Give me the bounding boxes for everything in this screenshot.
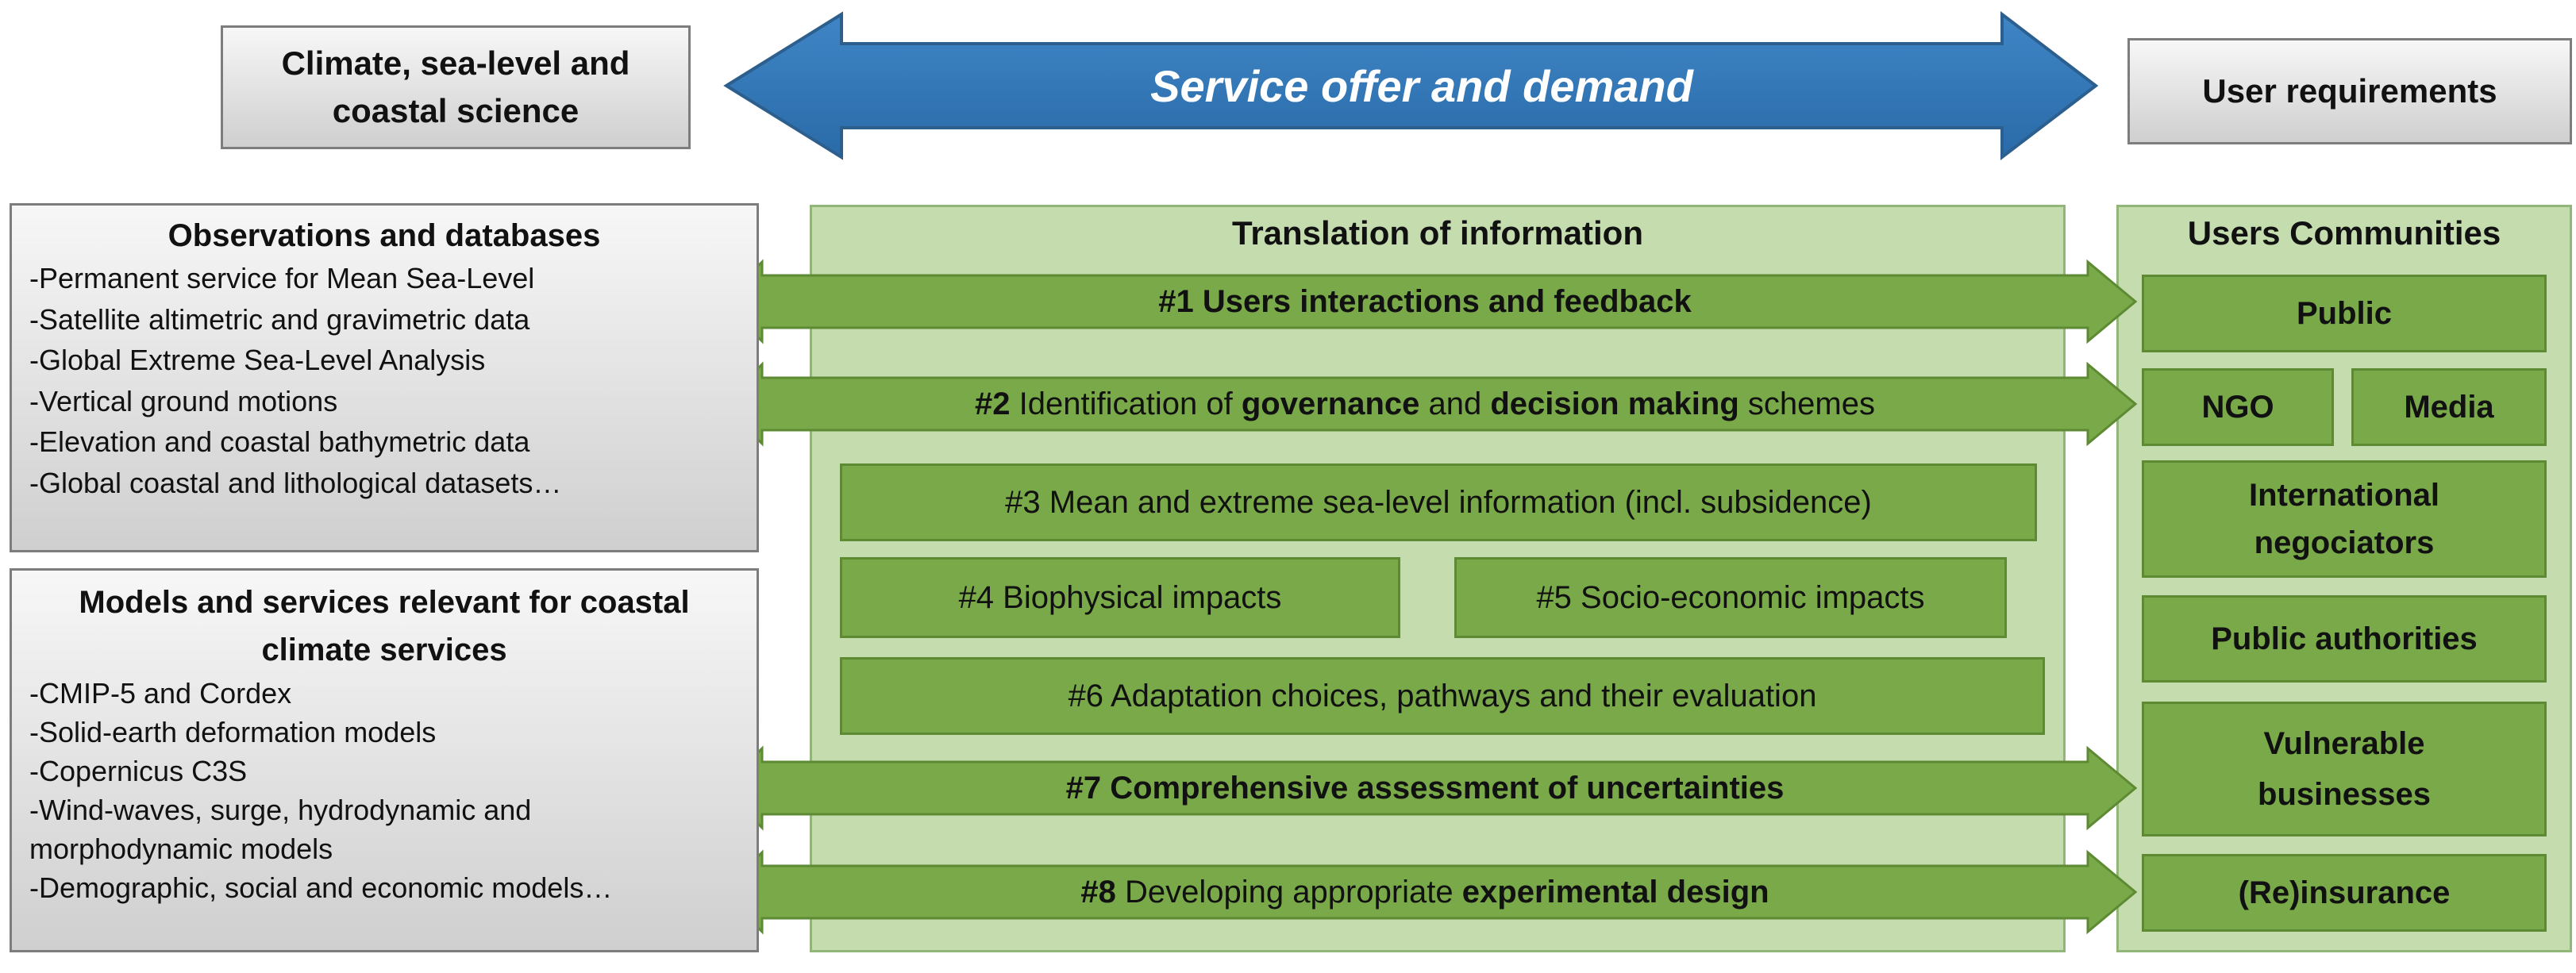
arrow-1-label: #1 Users interactions and feedback xyxy=(1158,283,1692,319)
user-businesses: Vulnerable businesses xyxy=(2142,702,2547,836)
box-3: #3 Mean and extreme sea-level informatio… xyxy=(840,463,2037,541)
list-item: -Permanent service for Mean Sea-Level xyxy=(29,262,535,294)
science-label: Climate, sea-level and coastal science xyxy=(281,44,630,129)
service-label: Service offer and demand xyxy=(1150,60,1693,111)
observations-box: Observations and databases -Permanent se… xyxy=(10,203,759,552)
user-authorities: Public authorities xyxy=(2142,595,2547,683)
arrow-2-label: #2 Identification of governance and deci… xyxy=(975,386,1875,421)
user-requirements-box: User requirements xyxy=(2127,38,2572,144)
arrow-2 xyxy=(720,361,2138,447)
list-item: -Vertical ground motions xyxy=(29,384,338,417)
list-item: -Global Extreme Sea-Level Analysis xyxy=(29,344,486,376)
list-item: -Satellite altimetric and gravimetric da… xyxy=(29,302,530,336)
list-item: -Wind-waves, surge, hydrodynamic and xyxy=(29,794,532,826)
observations-title: Observations and databases xyxy=(167,218,601,253)
translation-title: Translation of information xyxy=(1231,214,1643,252)
user-ngo: NGO xyxy=(2142,368,2334,446)
science-box: Climate, sea-level and coastal science xyxy=(221,25,691,149)
list-item: -Global coastal and lithological dataset… xyxy=(29,466,562,499)
list-item: -Demographic, social and economic models… xyxy=(29,871,613,904)
box-4: #4 Biophysical impacts xyxy=(840,557,1400,638)
models-title: Models and services relevant for coastal… xyxy=(79,585,690,667)
list-item: -CMIP-5 and Cordex xyxy=(29,677,292,710)
arrow-8 xyxy=(720,849,2138,935)
observations-list: -Permanent service for Mean Sea-Level -S… xyxy=(12,258,757,503)
user-requirements-label: User requirements xyxy=(2202,72,2497,110)
user-public: Public xyxy=(2142,275,2547,352)
arrow-7 xyxy=(720,745,2138,831)
user-negotiators: International negociators xyxy=(2142,460,2547,578)
box-6: #6 Adaptation choices, pathways and thei… xyxy=(840,657,2045,735)
user-media: Media xyxy=(2351,368,2547,446)
models-list: -CMIP-5 and Cordex -Solid-earth deformat… xyxy=(12,674,757,907)
box-5: #5 Socio-economic impacts xyxy=(1454,557,2007,638)
arrow-1 xyxy=(720,259,2138,344)
models-box: Models and services relevant for coastal… xyxy=(10,568,759,952)
list-item: morphodynamic models xyxy=(29,833,333,865)
list-item: -Elevation and coastal bathymetric data xyxy=(29,425,530,458)
service-double-arrow xyxy=(723,10,2099,161)
user-insurance: (Re)insurance xyxy=(2142,854,2547,932)
users-title: Users Communities xyxy=(2187,214,2501,252)
arrow-8-label: #8 Developing appropriate experimental d… xyxy=(1080,874,1769,910)
list-item: -Copernicus C3S xyxy=(29,755,248,787)
arrow-7-label: #7 Comprehensive assessment of uncertain… xyxy=(1065,770,1785,806)
list-item: -Solid-earth deformation models xyxy=(29,716,437,748)
